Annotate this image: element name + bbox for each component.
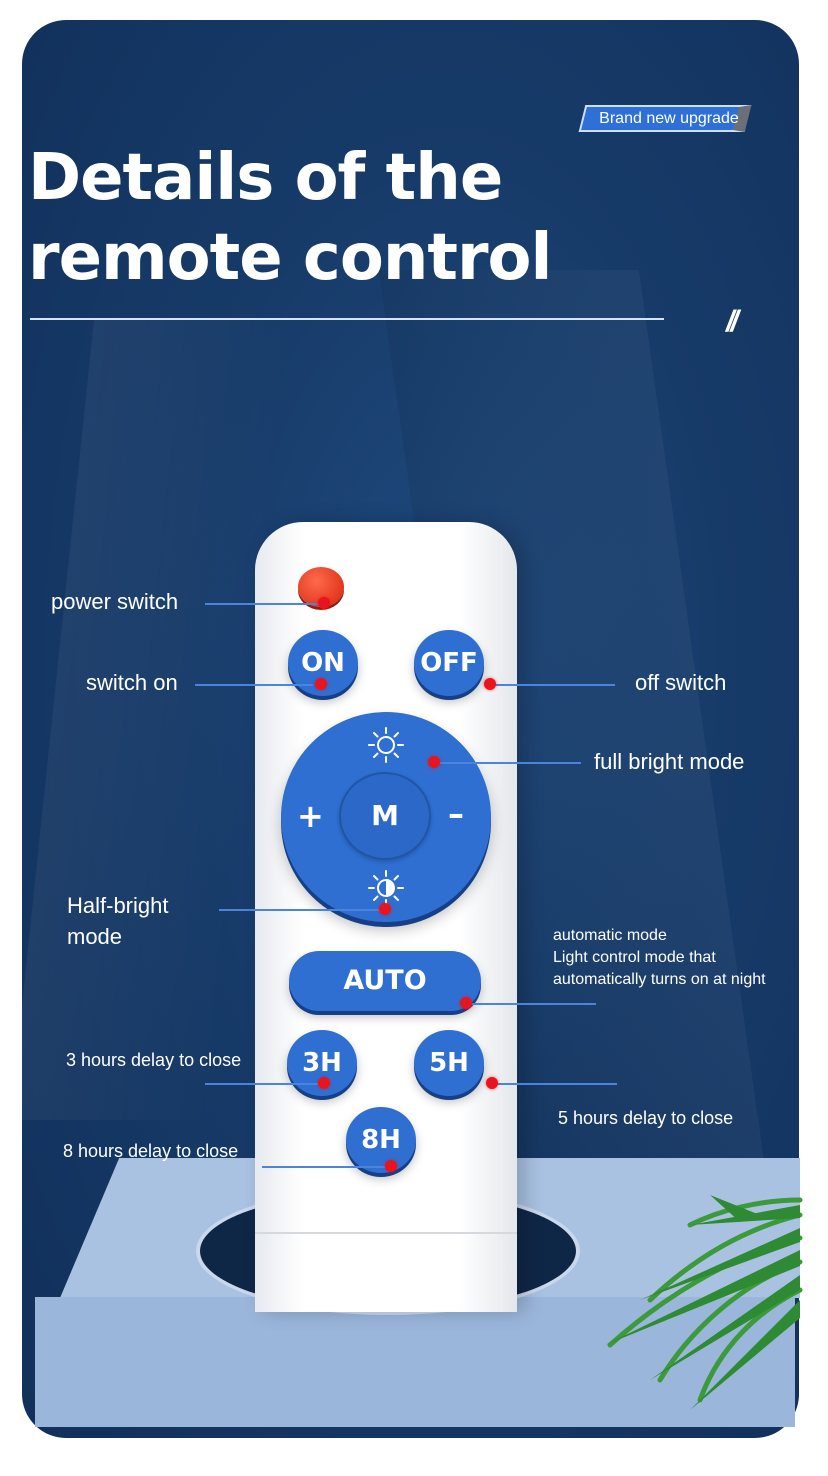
label-half-bright-2: mode: [67, 924, 123, 949]
leader-on: [195, 684, 313, 686]
marker-auto: [460, 997, 472, 1009]
marker-5h: [486, 1077, 498, 1089]
minus-button[interactable]: –: [448, 795, 464, 833]
marker-on: [315, 678, 327, 690]
marker-3h: [318, 1077, 330, 1089]
label-5h: 5 hours delay to close: [558, 1108, 734, 1128]
label-auto-1: automatic mode: [553, 927, 667, 944]
remote-seam: [255, 1232, 517, 1234]
leader-full-bright: [433, 762, 581, 764]
plus-button[interactable]: +: [297, 797, 324, 835]
mode-button[interactable]: M: [339, 772, 431, 860]
leader-auto: [466, 1003, 596, 1005]
marker-half-bright: [379, 903, 391, 915]
leader-3h: [205, 1083, 323, 1085]
label-8h: 8 hours delay to close: [63, 1141, 239, 1161]
marker-full-bright: [428, 756, 440, 768]
label-off-switch: off switch: [635, 670, 727, 695]
leader-half-bright: [219, 909, 384, 911]
label-power: power switch: [51, 589, 179, 614]
title-divider: [30, 318, 664, 320]
marker-8h: [385, 1160, 397, 1172]
marker-power: [318, 597, 330, 609]
8h-button[interactable]: 8H: [346, 1107, 416, 1173]
label-switch-on: switch on: [86, 670, 178, 695]
5h-button[interactable]: 5H: [414, 1030, 484, 1096]
sun-half-icon[interactable]: [366, 868, 406, 908]
title-line-2: remote control: [28, 221, 552, 295]
label-full-bright: full bright mode: [594, 749, 745, 774]
label-auto-3: automatically turns on at night: [553, 971, 766, 988]
leader-off: [488, 684, 615, 686]
off-button[interactable]: OFF: [414, 630, 484, 696]
sun-full-icon[interactable]: [366, 725, 406, 765]
label-auto-2: Light control mode that: [553, 949, 716, 966]
title-line-1: Details of the: [28, 141, 503, 215]
label-half-bright-1: Half-bright: [67, 893, 169, 918]
leader-5h: [490, 1083, 617, 1085]
leader-power: [205, 603, 323, 605]
label-3h: 3 hours delay to close: [66, 1050, 242, 1070]
page-title: Details of the remote control: [28, 138, 552, 298]
auto-button[interactable]: AUTO: [289, 951, 481, 1011]
leader-8h: [262, 1166, 392, 1168]
marker-off: [484, 678, 496, 690]
upgrade-badge: Brand new upgrade: [599, 110, 739, 127]
